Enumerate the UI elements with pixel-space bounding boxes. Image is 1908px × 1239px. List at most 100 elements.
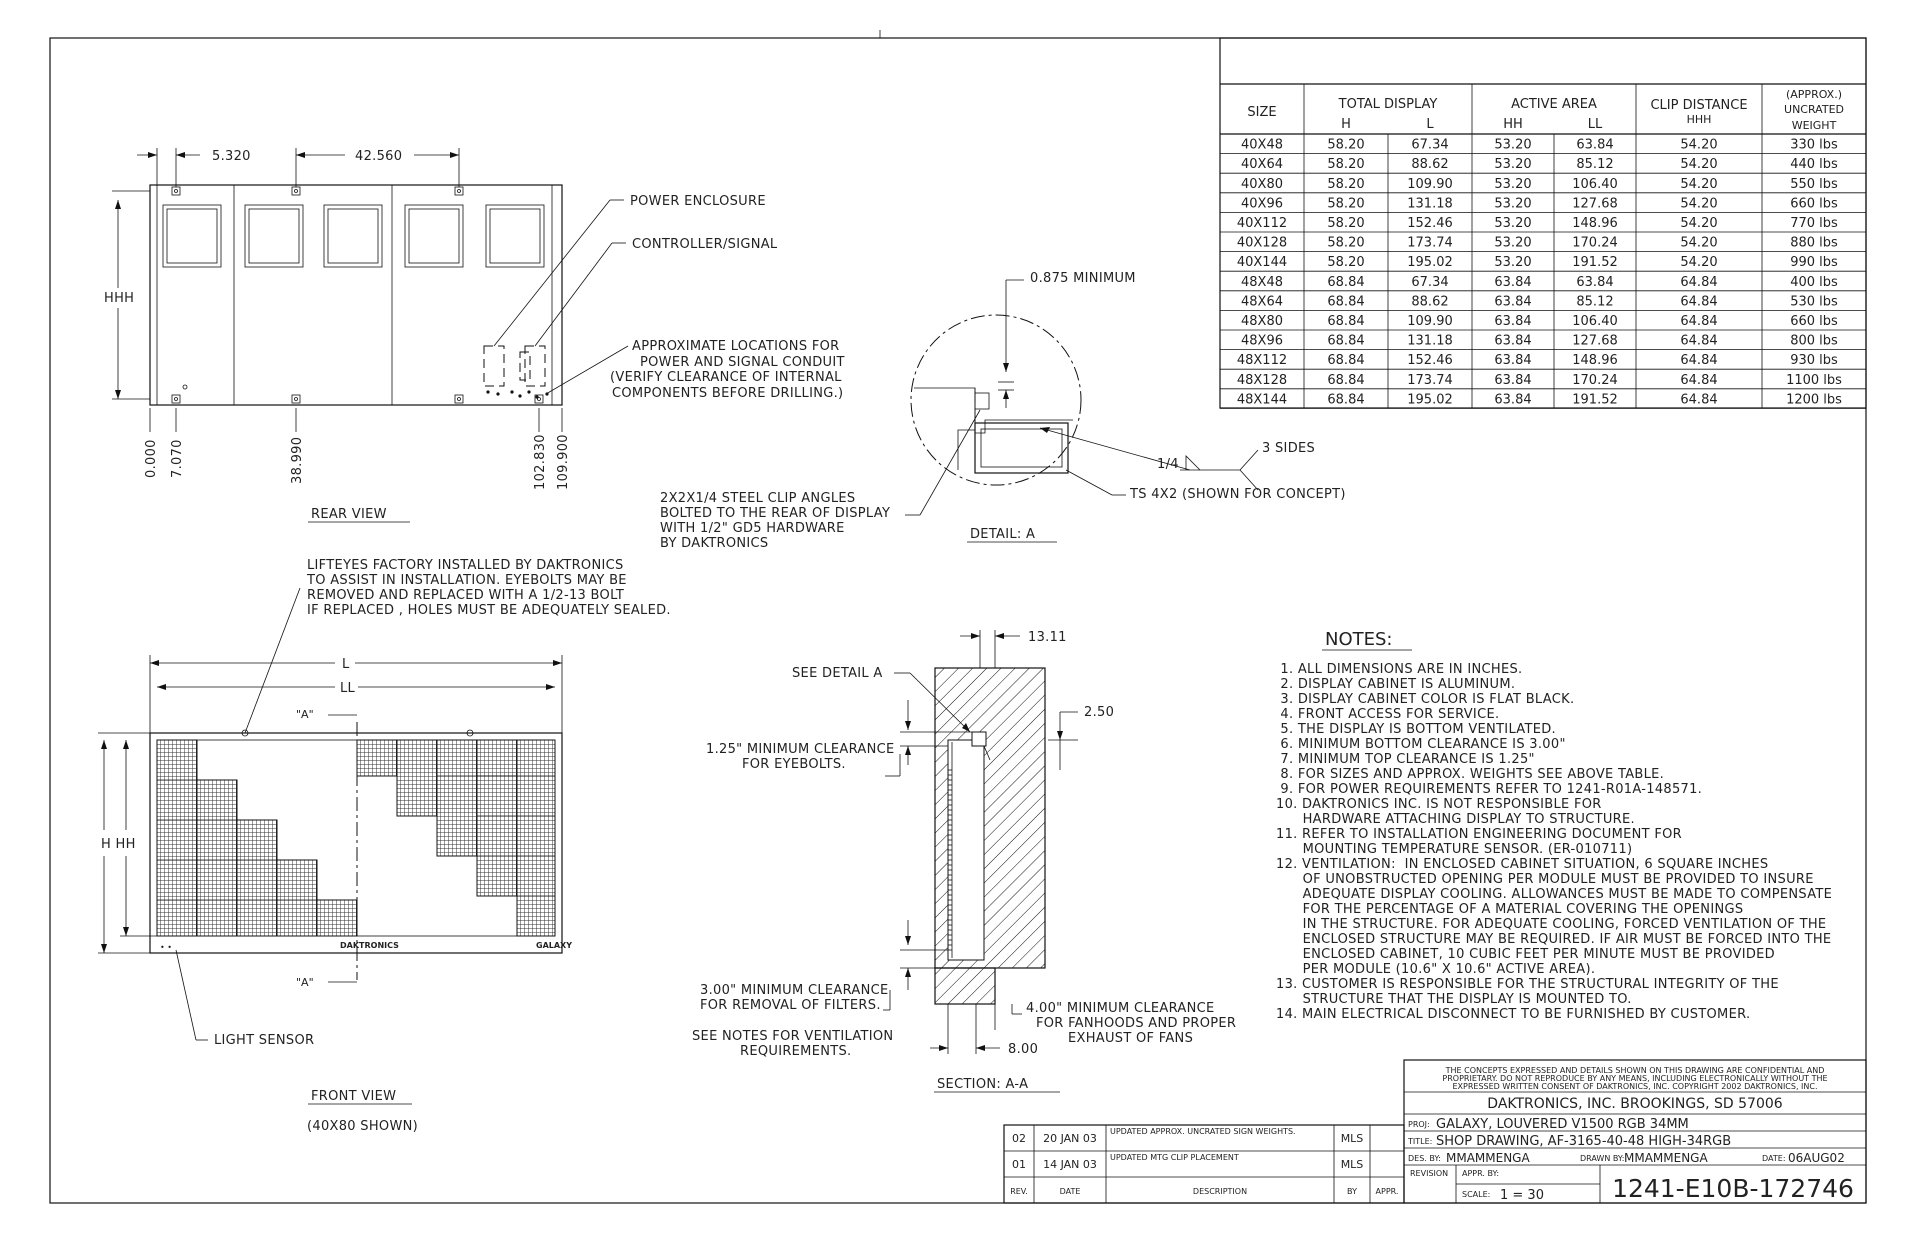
table-cell: 64.84: [1680, 294, 1717, 309]
conduit-4: COMPONENTS BEFORE DRILLING.): [612, 386, 843, 401]
note-line: OF UNOBSTRUCTED OPENING PER MODULE MUST …: [1276, 872, 1814, 887]
note-line: 2. DISPLAY CABINET IS ALUMINUM.: [1276, 677, 1515, 692]
table-cell: 58.20: [1327, 255, 1364, 270]
front-view-subtitle: (40X80 SHOWN): [307, 1119, 418, 1134]
note-line: HARDWARE ATTACHING DISPLAY TO STRUCTURE.: [1276, 812, 1635, 827]
table-cell: 170.24: [1572, 236, 1618, 251]
drawn-value: MMAMMENGA: [1624, 1151, 1708, 1165]
table-cell: 68.84: [1327, 373, 1364, 388]
table-cell: 170.24: [1572, 373, 1618, 388]
table-cell: 880 lbs: [1790, 236, 1838, 251]
note-line: PER MODULE (10.6" X 10.6" ACTIVE AREA).: [1276, 962, 1595, 977]
proj-value: GALAXY, LOUVERED V1500 RGB 34MM: [1436, 1117, 1689, 1132]
sheet-border: [49, 37, 1867, 1204]
col-clip: CLIP DISTANCE: [1650, 98, 1747, 113]
scale-value: 1 = 30: [1500, 1188, 1544, 1203]
table-cell: 48X64: [1241, 294, 1283, 309]
rev-h-desc: DESCRIPTION: [1193, 1187, 1247, 1196]
note-line: 9. FOR POWER REQUIREMENTS REFER TO 1241-…: [1276, 782, 1702, 797]
lift-3: REMOVED AND REPLACED WITH A 1/2-13 BOLT: [307, 588, 624, 603]
dim-x3: 102.830: [533, 434, 548, 490]
dim-x4: 109.900: [556, 434, 571, 490]
table-cell: 63.84: [1576, 138, 1613, 153]
rev-number: 02: [1012, 1132, 1026, 1145]
rev-by: MLS: [1341, 1132, 1364, 1145]
col-size: SIZE: [1247, 105, 1276, 120]
detail-a-title: DETAIL: A: [970, 527, 1035, 542]
rev-description: UPDATED MTG CLIP PLACEMENT: [1110, 1153, 1239, 1162]
dim-250: 2.50: [1084, 705, 1114, 720]
table-cell: 54.20: [1680, 177, 1717, 192]
callout-power: POWER ENCLOSURE: [630, 194, 766, 209]
table-cell: 40X96: [1241, 196, 1283, 211]
note-line: 3. DISPLAY CABINET COLOR IS FLAT BLACK.: [1276, 692, 1574, 707]
note-line: 12. VENTILATION: IN ENCLOSED CABINET SIT…: [1276, 857, 1768, 872]
note-line: 13. CUSTOMER IS RESPONSIBLE FOR THE STRU…: [1276, 977, 1779, 992]
dim-42560: 42.560: [355, 149, 402, 164]
col-clip-hhh: HHH: [1687, 113, 1712, 126]
weld-sides: 3 SIDES: [1262, 441, 1315, 456]
note-line: MOUNTING TEMPERATURE SENSOR. (ER-010711): [1276, 842, 1632, 857]
clip-3: WITH 1/2" GD5 HARDWARE: [660, 521, 845, 536]
table-cell: 40X128: [1237, 236, 1287, 251]
table-cell: 64.84: [1680, 275, 1717, 290]
table-cell: 88.62: [1411, 157, 1448, 172]
table-cell: 58.20: [1327, 196, 1364, 211]
des-label: DES. BY:: [1408, 1154, 1441, 1163]
col-total-h: H: [1341, 117, 1351, 132]
note-line: ENCLOSED CABINET, 10 CUBIC FEET PER MINU…: [1276, 947, 1775, 962]
table-cell: 63.84: [1494, 353, 1531, 368]
table-cell: 106.40: [1572, 314, 1618, 329]
table-cell: 54.20: [1680, 157, 1717, 172]
col-active-hh: HH: [1503, 117, 1523, 132]
table-cell: 85.12: [1576, 294, 1613, 309]
vent-1: SEE NOTES FOR VENTILATION: [692, 1029, 893, 1044]
see-detail-a: SEE DETAIL A: [792, 666, 883, 681]
table-cell: 660 lbs: [1790, 196, 1838, 211]
drawn-label: DRAWN BY:: [1580, 1154, 1624, 1163]
table-cell: 660 lbs: [1790, 314, 1838, 329]
table-cell: 1200 lbs: [1786, 392, 1842, 407]
weld-size: 1/4: [1157, 457, 1179, 472]
des-value: MMAMMENGA: [1446, 1151, 1530, 1165]
table-cell: 48X80: [1241, 314, 1283, 329]
conf-3: EXPRESSED WRITTEN CONSENT OF DAKTRONICS,…: [1452, 1082, 1817, 1091]
dim-x0: 0.000: [144, 439, 159, 478]
filters-1: 3.00" MINIMUM CLEARANCE: [700, 983, 889, 998]
dim-l: L: [342, 657, 350, 672]
note-line: FOR THE PERCENTAGE OF A MATERIAL COVERIN…: [1276, 902, 1743, 917]
table-cell: 85.12: [1576, 157, 1613, 172]
note-line: 5. THE DISPLAY IS BOTTOM VENTILATED.: [1276, 722, 1556, 737]
date-value: 06AUG02: [1788, 1151, 1845, 1165]
table-cell: 64.84: [1680, 392, 1717, 407]
rev-date: 14 JAN 03: [1043, 1158, 1097, 1171]
table-cell: 550 lbs: [1790, 177, 1838, 192]
title-block: THE CONCEPTS EXPRESSED AND DETAILS SHOWN…: [1403, 1059, 1867, 1204]
table-cell: 440 lbs: [1790, 157, 1838, 172]
table-cell: 195.02: [1407, 255, 1453, 270]
lift-2: TO ASSIST IN INSTALLATION. EYEBOLTS MAY …: [306, 573, 627, 588]
table-cell: 40X48: [1241, 138, 1283, 153]
dim-x2: 38.990: [290, 437, 305, 484]
light-sensor-label: LIGHT SENSOR: [214, 1033, 314, 1048]
table-cell: 48X144: [1237, 392, 1287, 407]
lift-1: LIFTEYES FACTORY INSTALLED BY DAKTRONICS: [307, 558, 624, 573]
rev-h-rev: REV.: [1010, 1187, 1028, 1196]
dim-800: 8.00: [1008, 1042, 1038, 1057]
note-line: 6. MINIMUM BOTTOM CLEARANCE IS 3.00": [1276, 737, 1566, 752]
table-cell: 131.18: [1407, 196, 1453, 211]
table-cell: 53.20: [1494, 138, 1531, 153]
conduit-2: POWER AND SIGNAL CONDUIT: [640, 355, 845, 370]
table-cell: 770 lbs: [1790, 216, 1838, 231]
table-cell: 48X96: [1241, 334, 1283, 349]
clear-2: FOR EYEBOLTS.: [742, 757, 846, 772]
clear-1: 1.25" MINIMUM CLEARANCE: [706, 742, 895, 757]
table-cell: 40X80: [1241, 177, 1283, 192]
company: DAKTRONICS, INC. BROOKINGS, SD 57006: [1487, 1096, 1782, 1112]
table-cell: 63.84: [1494, 392, 1531, 407]
fan-1: 4.00" MINIMUM CLEARANCE: [1026, 1001, 1215, 1016]
table-cell: 330 lbs: [1790, 138, 1838, 153]
scale-label: SCALE:: [1462, 1190, 1490, 1199]
table-cell: 106.40: [1572, 177, 1618, 192]
